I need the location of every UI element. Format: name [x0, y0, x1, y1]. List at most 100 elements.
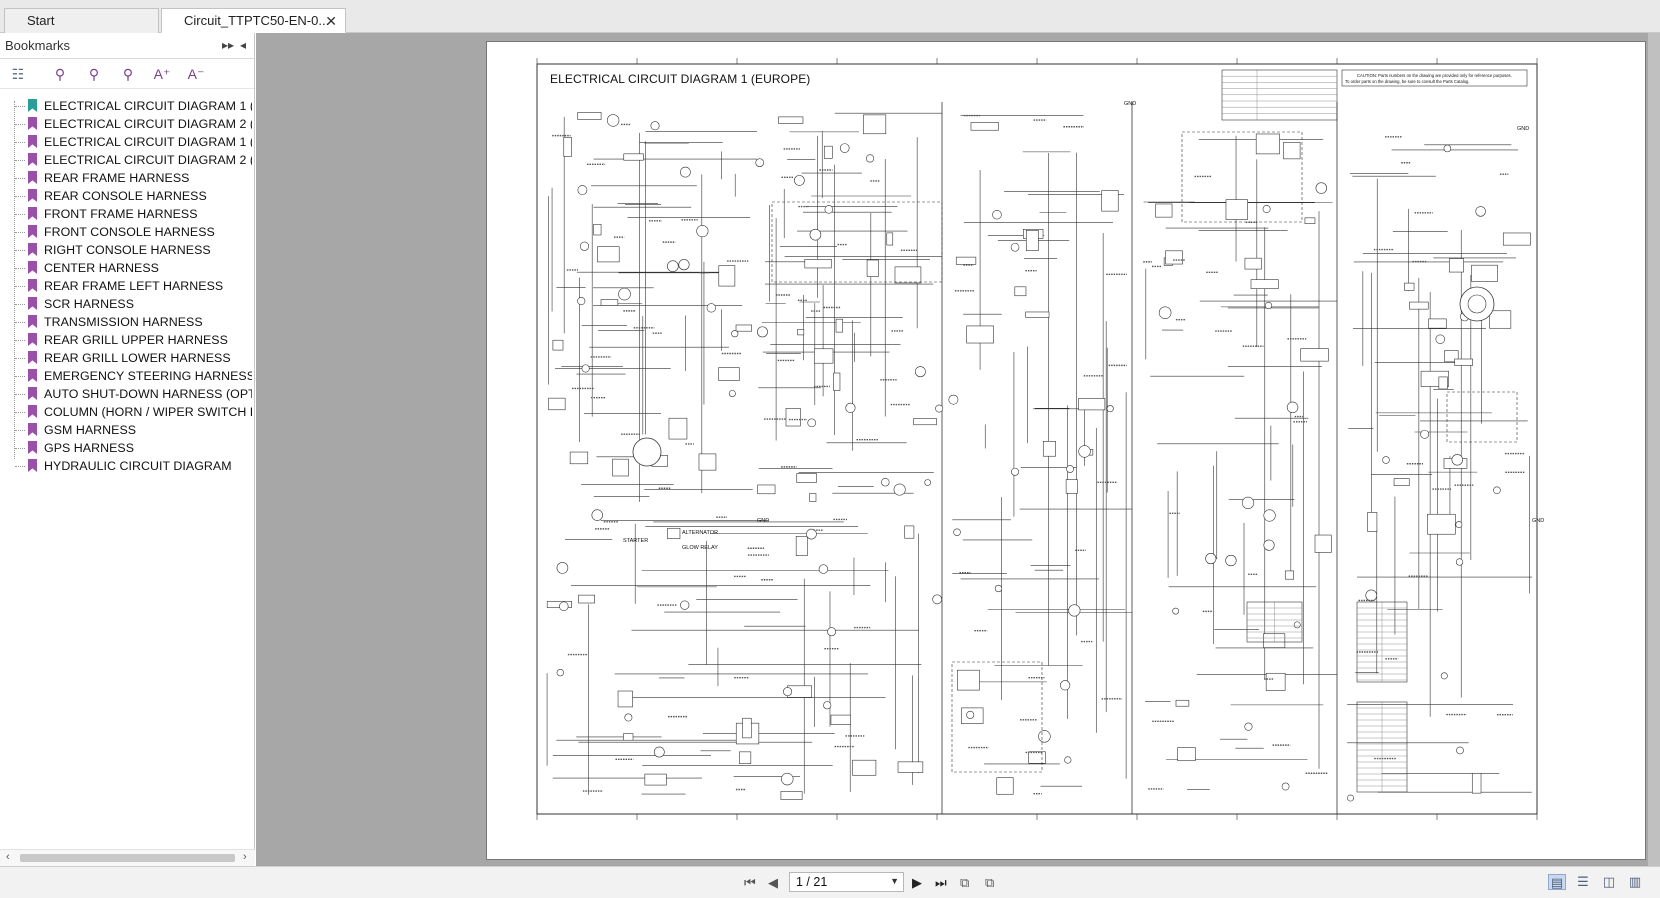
tree-connector	[14, 101, 15, 459]
bookmark-item[interactable]: ELECTRICAL CIRCUIT DIAGRAM 1 (AM	[0, 133, 252, 151]
bookmark-item[interactable]: REAR CONSOLE HARNESS	[0, 187, 252, 205]
bookmark-label: AUTO SHUT-DOWN HARNESS (OPTIC	[44, 387, 252, 401]
bookmark-item[interactable]: EMERGENCY STEERING HARNESS	[0, 367, 252, 385]
label-alternator: ALTERNATOR	[682, 530, 718, 536]
bookmark-item[interactable]: TRANSMISSION HARNESS	[0, 313, 252, 331]
bookmark-icon	[28, 387, 37, 400]
bookmark-label: COLUMN (HORN / WIPER SWITCH HA	[44, 405, 252, 419]
tab-document[interactable]: Circuit_TTPTC50-EN-0... ✕	[161, 8, 346, 33]
scroll-right-icon[interactable]: ›	[243, 851, 247, 863]
caution-text: To order parts on the drawing, be sure t…	[1345, 79, 1470, 84]
bookmark-label: REAR GRILL UPPER HARNESS	[44, 333, 228, 347]
add-bookmark-icon[interactable]: ⚲	[54, 66, 66, 82]
bookmark-icon	[28, 243, 37, 256]
label-glow-relay: GLOW RELAY	[682, 545, 718, 551]
bookmark-label: CENTER HARNESS	[44, 261, 159, 275]
next-view-icon[interactable]: ⧉	[985, 875, 995, 890]
bookmark-item[interactable]: COLUMN (HORN / WIPER SWITCH HA	[0, 403, 252, 421]
bookmark-label: EMERGENCY STEERING HARNESS	[44, 369, 252, 383]
page-number-input[interactable]: 1 / 21 ▼	[789, 872, 904, 892]
enlarge-text-icon[interactable]: A⁺	[153, 66, 171, 82]
bookmark-label: SCR HARNESS	[44, 297, 135, 311]
bookmark-item[interactable]: RIGHT CONSOLE HARNESS	[0, 241, 252, 259]
bookmarks-tree: ELECTRICAL CIRCUIT DIAGRAM 1 (EU ELECTRI…	[0, 97, 254, 475]
bookmark-label: TRANSMISSION HARNESS	[44, 315, 203, 329]
bookmark-icon	[28, 297, 37, 310]
find-bookmark-icon[interactable]: ⚲	[122, 66, 134, 82]
bookmark-label: REAR GRILL LOWER HARNESS	[44, 351, 231, 365]
last-page-icon[interactable]: ⏭	[935, 875, 947, 890]
previous-view-icon[interactable]: ⧉	[960, 875, 970, 890]
tab-start-label: Start	[27, 13, 55, 28]
bookmark-icon	[28, 207, 37, 220]
bookmark-icon	[28, 369, 37, 382]
tab-start[interactable]: Start	[4, 8, 159, 33]
label-gnd: GND	[757, 518, 769, 524]
bookmark-item[interactable]: ELECTRICAL CIRCUIT DIAGRAM 1 (EU	[0, 97, 252, 115]
tab-bar: Start Circuit_TTPTC50-EN-0... ✕	[0, 0, 1660, 33]
new-child-bookmark-icon[interactable]: ⚲	[88, 66, 100, 82]
bookmark-item[interactable]: REAR FRAME LEFT HARNESS	[0, 277, 252, 295]
scrollbar-thumb[interactable]	[20, 854, 235, 862]
bookmark-icon	[28, 333, 37, 346]
bookmark-options-icon[interactable]: ☷	[11, 66, 25, 82]
bookmark-label: FRONT CONSOLE HARNESS	[44, 225, 215, 239]
bookmark-item[interactable]: SCR HARNESS	[0, 295, 252, 313]
bookmark-item[interactable]: FRONT CONSOLE HARNESS	[0, 223, 252, 241]
next-page-icon[interactable]: ▶	[912, 875, 922, 890]
bookmark-label: FRONT FRAME HARNESS	[44, 207, 198, 221]
bookmark-icon	[28, 423, 37, 436]
viewer-vertical-scrollbar[interactable]	[1648, 33, 1660, 866]
page-indicator: 1 / 21	[796, 875, 828, 889]
bookmark-item[interactable]: ELECTRICAL CIRCUIT DIAGRAM 2 (AM	[0, 151, 252, 169]
bookmark-icon	[28, 153, 37, 166]
caution-text: CAUTION: Parts numbers on the drawing ar…	[1357, 73, 1512, 78]
bookmark-label: ELECTRICAL CIRCUIT DIAGRAM 1 (EU	[44, 99, 252, 113]
bookmark-label: GPS HARNESS	[44, 441, 135, 455]
bookmarks-panel-title: Bookmarks	[5, 38, 71, 53]
first-page-icon[interactable]: ⏮	[744, 875, 756, 890]
diagram-title: ELECTRICAL CIRCUIT DIAGRAM 1 (EUROPE)	[550, 72, 811, 86]
bookmark-icon	[28, 405, 37, 418]
close-tab-icon[interactable]: ✕	[325, 13, 337, 29]
facing-view-icon[interactable]: ◫	[1602, 874, 1616, 889]
panel-horizontal-scrollbar[interactable]: ‹ ›	[0, 849, 255, 866]
bookmark-item[interactable]: ELECTRICAL CIRCUIT DIAGRAM 2 (EU	[0, 115, 252, 133]
bookmark-icon	[28, 459, 37, 472]
page-navigation-bar: ⏮ ◀ 1 / 21 ▼ ▶ ⏭ ⧉ ⧉ ▤ ☰ ◫ ▥	[0, 866, 1660, 898]
bookmark-icon	[28, 189, 37, 202]
bookmark-item[interactable]: REAR GRILL UPPER HARNESS	[0, 331, 252, 349]
bookmarks-panel-header: Bookmarks ▸▸ ◂	[0, 33, 254, 59]
bookmark-item[interactable]: REAR GRILL LOWER HARNESS	[0, 349, 252, 367]
previous-page-icon[interactable]: ◀	[768, 875, 778, 890]
bookmark-item[interactable]: FRONT FRAME HARNESS	[0, 205, 252, 223]
continuous-facing-view-icon[interactable]: ▥	[1628, 874, 1642, 889]
bookmark-icon	[28, 351, 37, 364]
label-starter: STARTER	[623, 538, 648, 544]
bookmark-label: RIGHT CONSOLE HARNESS	[44, 243, 211, 257]
tab-document-label: Circuit_TTPTC50-EN-0...	[184, 13, 330, 28]
bookmark-item[interactable]: REAR FRAME HARNESS	[0, 169, 252, 187]
bookmark-icon	[28, 441, 37, 454]
bookmark-item[interactable]: AUTO SHUT-DOWN HARNESS (OPTIC	[0, 385, 252, 403]
bookmark-icon	[28, 261, 37, 274]
single-page-view-icon[interactable]: ▤	[1548, 874, 1566, 890]
bookmark-item[interactable]: GSM HARNESS	[0, 421, 252, 439]
scroll-left-icon[interactable]: ‹	[6, 851, 10, 863]
bookmark-item[interactable]: HYDRAULIC CIRCUIT DIAGRAM	[0, 457, 252, 475]
continuous-view-icon[interactable]: ☰	[1577, 874, 1589, 889]
bookmark-label: ELECTRICAL CIRCUIT DIAGRAM 2 (EU	[44, 117, 252, 131]
reduce-text-icon[interactable]: A⁻	[187, 66, 205, 82]
label-gnd: GND	[1517, 126, 1529, 132]
bookmark-label: GSM HARNESS	[44, 423, 137, 437]
bookmark-label: ELECTRICAL CIRCUIT DIAGRAM 2 (AM	[44, 153, 252, 167]
bookmark-icon	[28, 279, 37, 292]
bookmark-item[interactable]: CENTER HARNESS	[0, 259, 252, 277]
chevron-down-icon[interactable]: ▼	[890, 876, 899, 886]
bookmark-item[interactable]: GPS HARNESS	[0, 439, 252, 457]
bookmarks-toolbar: ☷ ⚲ ⚲ ⚲ A⁺ A⁻	[0, 59, 254, 89]
collapse-panel-icon[interactable]: ◂	[240, 38, 247, 52]
expand-panel-icon[interactable]: ▸▸	[222, 38, 235, 52]
bookmark-icon	[28, 99, 37, 112]
